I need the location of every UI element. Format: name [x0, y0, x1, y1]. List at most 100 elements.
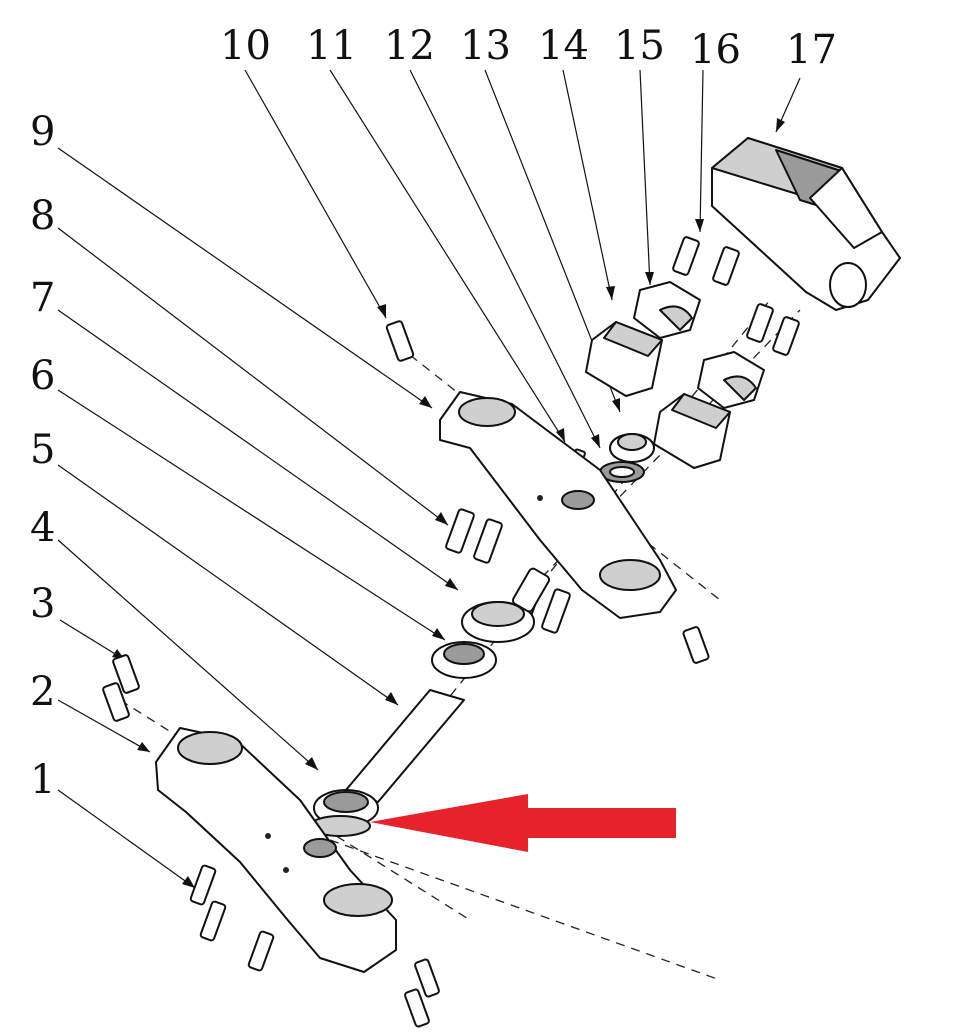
arrowhead-1 [182, 876, 195, 888]
leader-5 [57, 464, 399, 706]
arrowhead-5 [385, 692, 398, 705]
upper-clamp-bore-right [599, 559, 661, 591]
bearing-4-race [323, 791, 369, 813]
cap-7-top [471, 601, 525, 627]
bolt-16a [672, 236, 700, 276]
leader-11 [329, 69, 566, 443]
clamp-15a-bore [659, 305, 693, 331]
bolt-1b [199, 900, 227, 942]
bolt-16b [712, 246, 740, 286]
clamp-15b-bore [723, 375, 757, 401]
callout-14: 14 [538, 23, 589, 69]
bolt-1a [189, 864, 217, 906]
bolt-10 [385, 320, 415, 362]
lower-clamp-body [155, 727, 397, 973]
callout-2: 2 [30, 669, 56, 715]
leader-10 [244, 69, 387, 319]
pad-side [809, 167, 883, 249]
stem-tube [345, 689, 465, 803]
part-10-bolt [385, 320, 415, 362]
leader-9 [57, 147, 433, 409]
callout-6: 6 [30, 353, 56, 399]
arrowhead-2 [137, 742, 150, 752]
bolt-16c [746, 303, 774, 343]
leader-4 [57, 539, 319, 771]
part-1-bolts [189, 864, 440, 1028]
red-arrow-icon [370, 794, 676, 852]
nut-13-top [617, 433, 647, 451]
upper-clamp-hole [537, 495, 543, 501]
bolt-3a [112, 654, 140, 694]
callout-3: 3 [30, 581, 56, 627]
lower-clamp-bore-right [323, 883, 393, 917]
callout-11: 11 [306, 23, 357, 69]
arrowhead-12 [591, 434, 600, 448]
callout-17: 17 [786, 27, 837, 73]
leader-1 [57, 789, 196, 889]
lower-clamp-hole-a [265, 833, 271, 839]
arrowhead-14 [606, 286, 615, 300]
part-2-lower-triple-clamp [155, 727, 397, 973]
bolt-1d [414, 958, 440, 998]
bolt-side [682, 626, 710, 664]
leader-12 [409, 69, 601, 449]
part-14-lower-clamps [585, 321, 731, 469]
arrowhead-17 [776, 118, 785, 132]
arrowhead-11 [556, 428, 565, 442]
bolt-1e [404, 988, 430, 1028]
arrowhead-15 [645, 272, 654, 285]
part-15-upper-clamps [633, 281, 765, 409]
bolt-8a [445, 508, 475, 554]
axis-lower-right [329, 839, 721, 981]
part-9-upper-triple-clamp [439, 391, 677, 619]
part-13-nut [599, 433, 655, 483]
callout-10: 10 [220, 23, 271, 69]
bolt-1c [247, 930, 275, 972]
lower-clamp-bore-left [177, 731, 243, 765]
arrowhead-10 [377, 304, 386, 318]
arrowhead-8 [435, 512, 448, 525]
callout-16: 16 [690, 27, 741, 73]
arrowhead-4 [305, 757, 318, 770]
part-6-upper-bearing [431, 641, 497, 679]
cap-7-stem [511, 567, 551, 613]
leader-16 [699, 69, 704, 233]
clamp-14b-top [671, 393, 731, 429]
washer-12-hole [609, 466, 635, 478]
leader-6 [57, 389, 446, 641]
lower-clamp-hole-b [283, 867, 289, 873]
bolt-8b [473, 518, 503, 564]
leader-8 [57, 227, 449, 526]
arrowhead-7 [445, 578, 458, 590]
arrowhead-9 [419, 396, 432, 408]
red-arrow-shape [370, 794, 676, 852]
bolt-8d [541, 588, 571, 634]
part-3-bolts [102, 654, 140, 722]
callout-9: 9 [30, 109, 56, 155]
leader-15 [639, 69, 651, 286]
callout-4: 4 [30, 505, 56, 551]
leader-3 [59, 619, 126, 661]
callout-12: 12 [384, 23, 435, 69]
upper-clamp-bore-left [458, 397, 516, 427]
leader-7 [57, 309, 459, 591]
arrowhead-6 [432, 628, 445, 640]
lower-clamp-stem-bore [303, 838, 337, 858]
upper-clamp-side-bolt [682, 626, 710, 664]
part-16-clamp-bolts [672, 236, 800, 356]
callout-15: 15 [614, 23, 665, 69]
arrowhead-13 [612, 398, 620, 412]
arrowhead-16 [695, 219, 704, 232]
callout-1: 1 [30, 757, 56, 803]
leader-14 [562, 69, 613, 301]
bolt-16d [772, 316, 800, 356]
leader-2 [57, 699, 151, 753]
leader-lines [57, 69, 801, 889]
part-7-bearing-cap [461, 567, 551, 643]
upper-clamp-stem-bore [561, 490, 595, 510]
part-17-bar-pad [711, 137, 901, 311]
callout-7: 7 [30, 275, 56, 321]
bolt-3b [102, 682, 130, 722]
